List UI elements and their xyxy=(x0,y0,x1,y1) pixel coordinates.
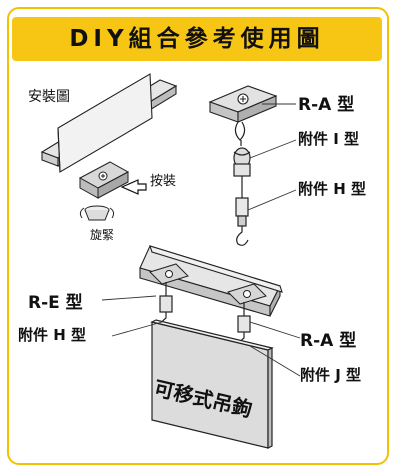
re-clip-bottom xyxy=(149,263,189,285)
label-ra-top: R-A 型 xyxy=(298,95,355,115)
label-ra-bottom: R-A 型 xyxy=(300,331,357,351)
label-accessory-j: 附件 J 型 xyxy=(300,366,362,384)
ra-clip-bottom xyxy=(227,283,267,305)
title-banner: DIY組合參考使用圖 xyxy=(12,17,382,61)
label-accessory-i: 附件 I 型 xyxy=(298,130,360,148)
ra-clip-top xyxy=(208,85,278,123)
install-title: 安裝圖 xyxy=(28,89,70,105)
push-label: 按裝 xyxy=(150,174,177,189)
label-re: R-E 型 xyxy=(28,293,83,313)
push-arrow-icon xyxy=(120,179,147,195)
page-title: DIY組合參考使用圖 xyxy=(69,26,325,52)
install-rail xyxy=(40,73,178,173)
hanging-sign xyxy=(150,319,274,449)
twist-label: 旋緊 xyxy=(90,228,115,242)
label-accessory-h-bottom: 附件 H 型 xyxy=(18,326,86,344)
leader-lines xyxy=(101,103,301,377)
hook-i-connector xyxy=(233,121,251,188)
twist-knob-icon xyxy=(79,205,115,221)
label-accessory-h-top: 附件 H 型 xyxy=(298,180,366,198)
install-clip xyxy=(78,161,130,199)
wire-h-hanger xyxy=(235,188,249,246)
